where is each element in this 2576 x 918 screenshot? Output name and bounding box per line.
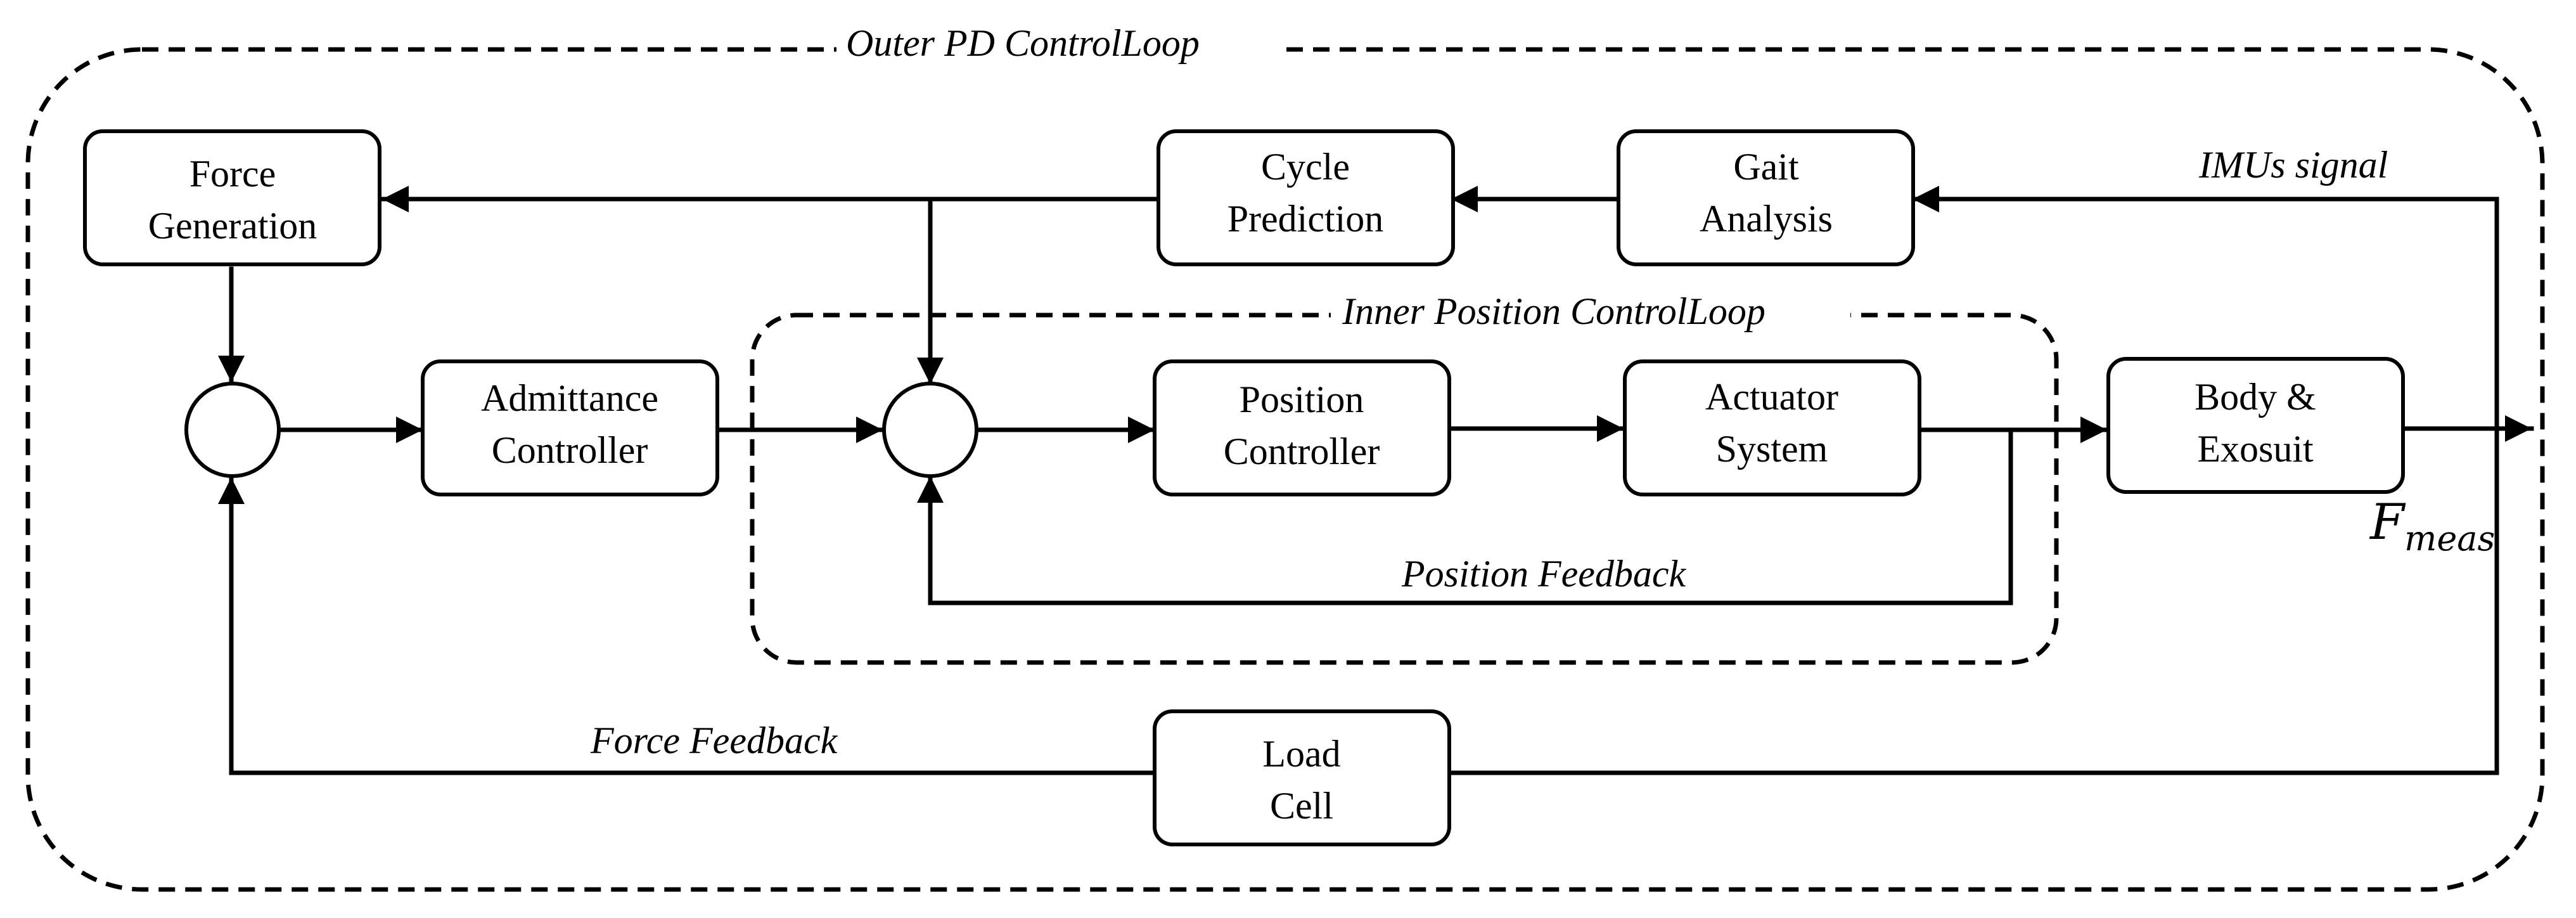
body-exosuit-line1: Body & xyxy=(2195,376,2316,418)
force-feedback-wire xyxy=(218,475,1157,775)
actuator-system-block: Actuator System xyxy=(1623,359,1921,496)
gait-analysis-line1: Gait xyxy=(1733,146,1799,188)
force-generation-block: Force Generation xyxy=(83,129,381,266)
load-cell-line2: Cell xyxy=(1270,785,1333,827)
cycle-prediction-line1: Cycle xyxy=(1261,146,1350,188)
force-generation-line1: Force xyxy=(189,153,276,195)
f-meas-label: Fmeas xyxy=(2369,494,2495,559)
gait-analysis-line2: Analysis xyxy=(1700,198,1833,240)
body-exosuit-block: Body & Exosuit xyxy=(2106,357,2405,494)
actuator-system-line2: System xyxy=(1716,428,1828,470)
position-feedback-label: Position Feedback xyxy=(1401,553,1687,595)
force-feedback-label: Force Feedback xyxy=(590,720,838,761)
outer-summing-junction xyxy=(184,382,281,478)
position-controller-block: Position Controller xyxy=(1153,359,1451,496)
force-generation-line2: Generation xyxy=(148,205,317,247)
body-exosuit-line2: Exosuit xyxy=(2197,428,2314,470)
load-cell-line1: Load xyxy=(1262,733,1340,775)
position-controller-line2: Controller xyxy=(1224,430,1380,472)
actuator-system-line1: Actuator xyxy=(1705,376,1838,418)
position-controller-line1: Position xyxy=(1240,378,1364,420)
position-feedback-wire xyxy=(917,427,2013,605)
gait-analysis-block: Gait Analysis xyxy=(1617,129,1915,266)
load-cell-block: Load Cell xyxy=(1153,709,1451,846)
inner-summing-junction xyxy=(882,382,978,478)
outer-loop-label: Outer PD ControlLoop xyxy=(846,22,1200,64)
cycle-prediction-line2: Prediction xyxy=(1227,198,1384,240)
admittance-controller-line2: Controller xyxy=(492,429,648,471)
cycle-prediction-block: Cycle Prediction xyxy=(1157,129,1455,266)
imus-signal-label: IMUs signal xyxy=(2198,144,2388,186)
admittance-controller-line1: Admittance xyxy=(481,377,658,419)
inner-loop-frame xyxy=(750,313,2059,665)
inner-loop-label: Inner Position ControlLoop xyxy=(1342,290,1765,332)
admittance-controller-block: Admittance Controller xyxy=(421,359,719,496)
meas-to-load-cell-wire xyxy=(1445,197,2499,775)
outer-loop-frame xyxy=(25,47,2545,892)
